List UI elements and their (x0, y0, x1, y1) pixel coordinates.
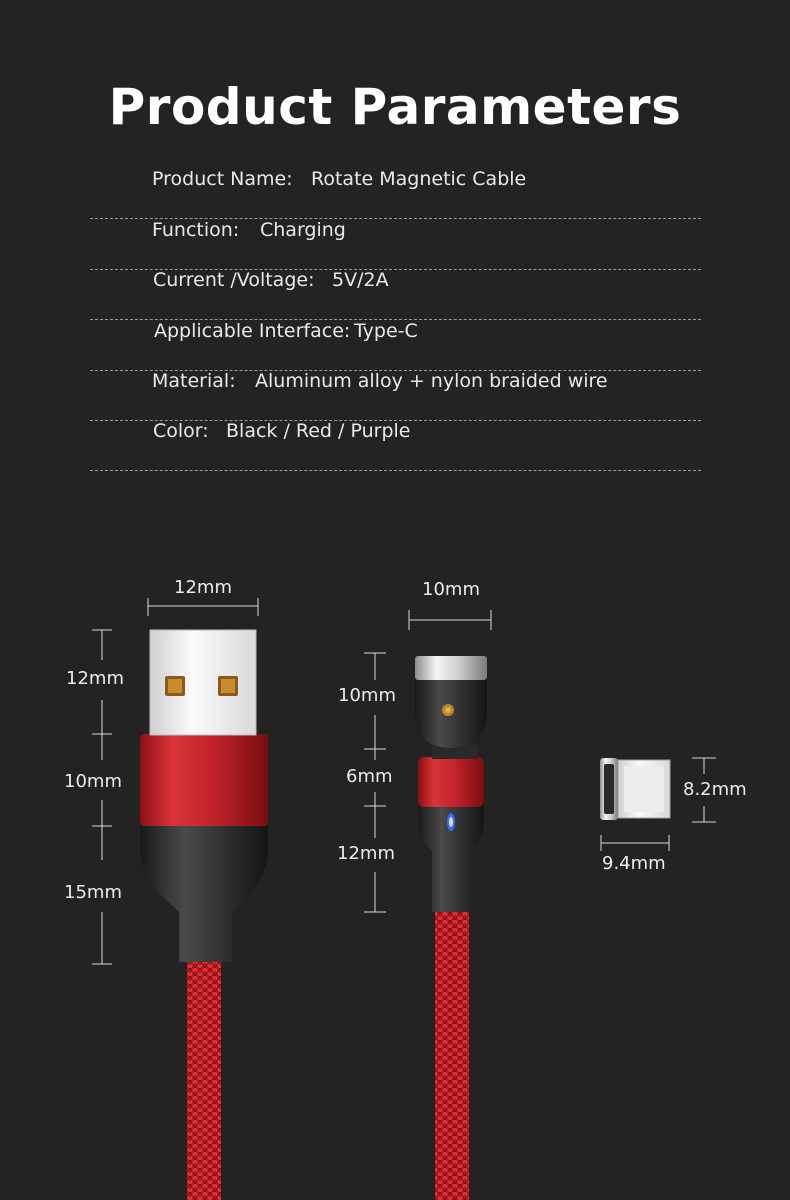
param-value: Aluminum alloy + nylon braided wire (255, 370, 608, 392)
param-row-color: Color: Black / Red / Purple (90, 420, 701, 471)
param-label: Applicable Interface: (154, 320, 351, 342)
magnetic-neck-length-label: 6mm (346, 766, 393, 787)
usb-dimension-lines (92, 598, 259, 965)
param-label: Current /Voltage: (153, 269, 315, 291)
param-value: Charging (260, 219, 346, 241)
magnetic-connector (415, 656, 487, 1200)
param-row-current-voltage: Current /Voltage: 5V/2A (90, 269, 701, 320)
usb-housing-length-label: 10mm (64, 771, 122, 792)
magnetic-dimension-lines (364, 610, 492, 913)
tip-dimension-lines (600, 757, 716, 851)
param-value: Rotate Magnetic Cable (311, 168, 527, 190)
param-row-material: Material: Aluminum alloy + nylon braided… (90, 370, 701, 421)
type-c-tip (600, 758, 671, 820)
param-label: Product Name: (152, 168, 293, 190)
tip-height-label: 8.2mm (683, 779, 747, 800)
magnetic-body-length-label: 12mm (337, 843, 395, 864)
usb-a-connector (140, 629, 268, 1200)
param-row-product-name: Product Name: Rotate Magnetic Cable (90, 168, 701, 219)
param-value: 5V/2A (332, 269, 389, 291)
param-row-interface: Applicable Interface: Type-C (90, 320, 701, 371)
param-label: Color: (153, 420, 209, 442)
usb-plug-length-label: 12mm (66, 668, 124, 689)
magnetic-head-length-label: 10mm (338, 685, 396, 706)
magnetic-head-width-label: 10mm (422, 579, 480, 600)
param-row-function: Function: Charging (90, 219, 701, 270)
param-value: Black / Red / Purple (226, 420, 411, 442)
usb-boot-length-label: 15mm (64, 882, 122, 903)
usb-width-label: 12mm (174, 577, 232, 598)
param-label: Function: (152, 219, 240, 241)
param-value: Type-C (354, 320, 418, 342)
tip-width-label: 9.4mm (602, 853, 666, 874)
page-title: Product Parameters (108, 78, 682, 136)
param-label: Material: (152, 370, 236, 392)
